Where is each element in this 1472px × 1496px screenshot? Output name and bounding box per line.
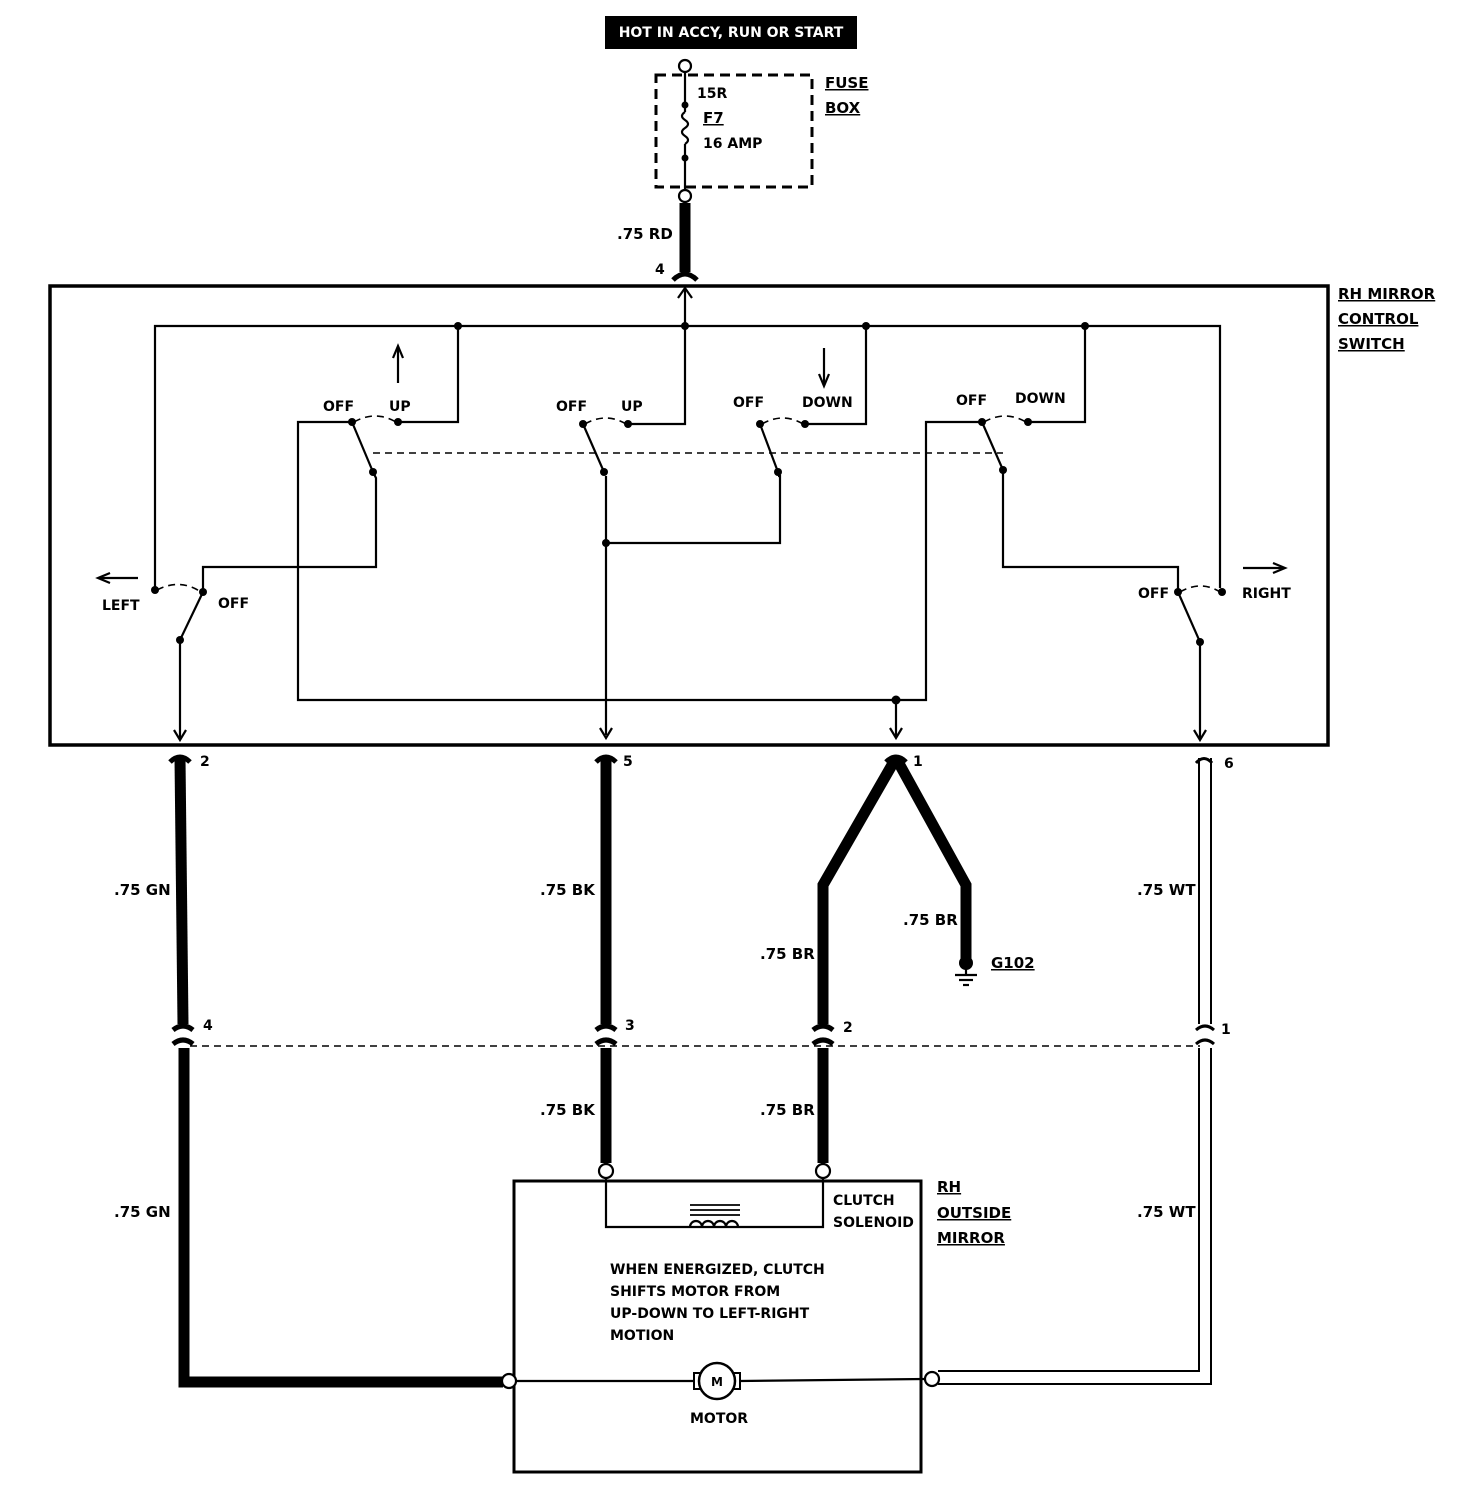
clutch-label-1: CLUTCH xyxy=(833,1193,895,1209)
wire-gn-upper xyxy=(174,757,189,1025)
connector-cap-bk xyxy=(594,754,618,764)
switch-4-down: OFF DOWN xyxy=(896,326,1180,702)
switch-pin-br: 1 xyxy=(913,754,923,770)
rh-outside-mirror: RH OUTSIDE MIRROR CLUTCH SOLENOID WHEN E… xyxy=(500,1162,1011,1474)
fuse-box-outline xyxy=(654,73,814,189)
inline-connector: 4 3 2 1 xyxy=(171,1018,1231,1047)
connector-pin-gn: 4 xyxy=(203,1018,213,1034)
wire-br-ground xyxy=(891,755,972,962)
wire-wt-lower-a xyxy=(938,1048,1200,1372)
mirror-title-1: RH xyxy=(937,1178,961,1196)
sw3-down-label: DOWN xyxy=(802,395,853,411)
mirror-note-1: WHEN ENERGIZED, CLUTCH xyxy=(610,1262,825,1278)
mirror-terminal-wt xyxy=(923,1370,941,1388)
right-label: RIGHT xyxy=(1242,586,1291,602)
clutch-solenoid-circuit xyxy=(604,1178,825,1229)
wire-wt-lower-b xyxy=(938,1048,1212,1385)
wire-bk-lower-label: .75 BK xyxy=(540,1101,596,1119)
motor-icon xyxy=(697,1361,737,1401)
fuse-box: 15R F7 16 AMP FUSE BOX xyxy=(654,58,868,204)
right-off-label: OFF xyxy=(1138,586,1169,602)
switch-right: OFF RIGHT xyxy=(1138,561,1291,738)
fuse-box-title-2: BOX xyxy=(825,99,861,117)
mirror-title-2: OUTSIDE xyxy=(937,1204,1011,1222)
wire-br-upper xyxy=(817,755,901,1024)
mirror-control-switch: RH MIRROR CONTROL SWITCH OFF UP xyxy=(48,284,1436,747)
power-source: HOT IN ACCY, RUN OR START xyxy=(605,16,857,49)
switch-title-1: RH MIRROR xyxy=(1338,285,1436,303)
feed-connector-icon xyxy=(671,271,699,282)
sw1-off-label: OFF xyxy=(323,399,354,415)
sw3-off-label: OFF xyxy=(733,395,764,411)
mirror-note-4: MOTION xyxy=(610,1328,674,1344)
connector-pin-br: 2 xyxy=(843,1020,853,1036)
ground-label: G102 xyxy=(991,954,1035,972)
switch-box-outline xyxy=(48,284,1330,747)
ground-g102: G102 xyxy=(955,954,1035,987)
sw4-down-label: DOWN xyxy=(1015,391,1066,407)
feed-wire-label: .75 RD xyxy=(617,225,673,243)
wire-bk-upper-label: .75 BK xyxy=(540,881,596,899)
fuse-rating: 16 AMP xyxy=(703,136,762,152)
wire-br-upper-label: .75 BR xyxy=(760,945,815,963)
wire-gn-lower xyxy=(178,1048,503,1388)
power-source-label: HOT IN ACCY, RUN OR START xyxy=(619,25,844,41)
sw2-off-label: OFF xyxy=(556,399,587,415)
wire-br-ground-label: .75 BR xyxy=(903,911,958,929)
clutch-label-2: SOLENOID xyxy=(833,1215,914,1231)
connector-cap-gn xyxy=(168,754,192,764)
fuse-input-terminal xyxy=(677,58,693,74)
wire-gn-lower-label: .75 GN xyxy=(114,1203,171,1221)
sw4-off-label: OFF xyxy=(956,393,987,409)
sw1-up-label: UP xyxy=(389,399,411,415)
mirror-title-3: MIRROR xyxy=(937,1229,1005,1247)
switch-title-2: CONTROL xyxy=(1338,310,1419,328)
mirror-terminal-gn xyxy=(500,1372,518,1390)
fuse-output-terminal xyxy=(677,188,693,204)
wire-br-lower-label: .75 BR xyxy=(760,1101,815,1119)
switch-pin-feed: 4 xyxy=(655,262,665,278)
connector-cap-br xyxy=(884,754,908,764)
switch-pin-wt: 6 xyxy=(1224,756,1234,772)
motor-label: MOTOR xyxy=(690,1411,748,1427)
mirror-terminal-br xyxy=(814,1162,832,1180)
switch-pin-left: 2 xyxy=(200,754,210,770)
wire-wt-upper-label: .75 WT xyxy=(1137,881,1196,899)
switch-pin-bk: 5 xyxy=(623,754,633,770)
switch-2-up: OFF UP xyxy=(556,326,687,735)
motor-symbol: M xyxy=(711,1375,723,1389)
sw2-up-label: UP xyxy=(621,399,643,415)
connector-pin-bk: 3 xyxy=(625,1018,635,1034)
left-off-label: OFF xyxy=(218,596,249,612)
fuse-terminal-label: 15R xyxy=(697,86,727,102)
switch-title-3: SWITCH xyxy=(1338,335,1405,353)
fuse-box-title-1: FUSE xyxy=(825,74,868,92)
left-label: LEFT xyxy=(102,598,140,614)
connector-pin-wt: 1 xyxy=(1221,1022,1231,1038)
mirror-box-outline xyxy=(512,1179,923,1474)
mirror-note-2: SHIFTS MOTOR FROM xyxy=(610,1284,780,1300)
mirror-terminal-bk xyxy=(597,1162,615,1180)
switch-1-up: OFF UP xyxy=(201,326,896,702)
solenoid-coil-icon xyxy=(688,1219,740,1228)
switch-left: LEFT OFF xyxy=(95,571,249,738)
switch-3-down: OFF DOWN xyxy=(606,326,868,545)
mirror-note-3: UP-DOWN TO LEFT-RIGHT xyxy=(610,1306,810,1322)
fuse-name: F7 xyxy=(703,109,724,127)
fuse-icon xyxy=(680,111,690,145)
wire-wt-lower-label: .75 WT xyxy=(1137,1203,1196,1221)
wire-gn-upper-label: .75 GN xyxy=(114,881,171,899)
